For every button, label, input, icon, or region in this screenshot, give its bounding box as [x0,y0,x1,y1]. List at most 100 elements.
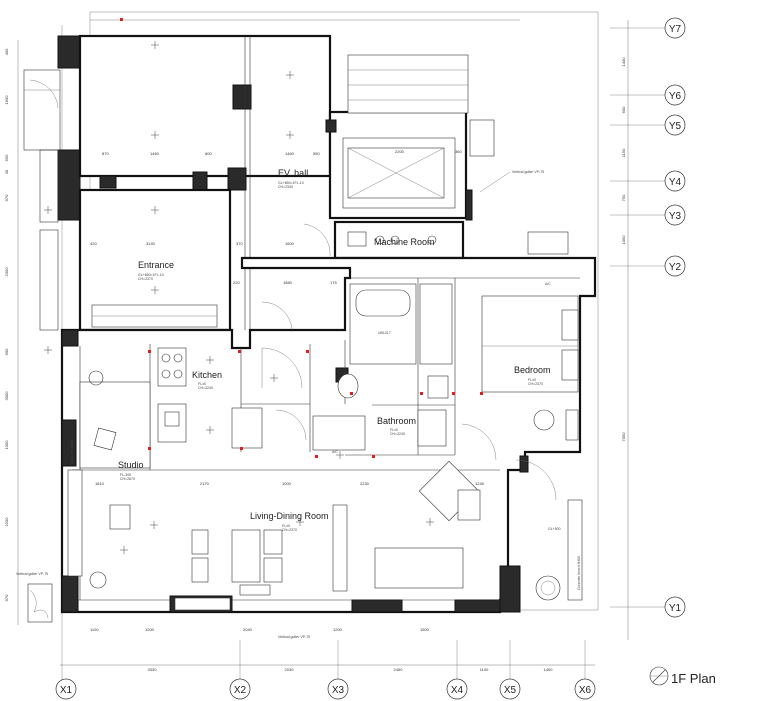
grid-label-x4: X4 [451,685,464,696]
svg-text:2200: 2200 [395,149,405,154]
kitchen-fixtures [157,347,263,449]
grid-label-x1: X1 [60,685,73,696]
svg-text:2170: 2170 [200,481,210,486]
svg-text:2230: 2230 [360,481,370,486]
dim-right-6: 7050 [621,432,626,442]
interior-dimensions: 870 1460 800 1460 550 420 3140 370 1600 … [90,149,485,632]
room-label-living-dining: Living-Dining Room [250,511,329,521]
svg-text:1200: 1200 [145,627,155,632]
room-label-bathroom: Bathroom [377,416,416,426]
plan-title: 1F Plan [671,671,716,686]
svg-text:3000: 3000 [4,391,9,401]
dim-bottom-4: 1100 [480,667,489,672]
grid-label-x2: X2 [234,685,247,696]
room-label-studio: Studio [118,460,144,470]
svg-text:550: 550 [313,151,320,156]
living-furniture [174,460,481,611]
left-entry [23,69,61,331]
svg-text:1000: 1000 [4,440,9,450]
note-gl: GL+500 [548,527,561,531]
grid-label-x5: X5 [504,685,517,696]
grid-label-y5: Y5 [669,121,682,132]
note-concrete-bench: Concrete bench H400 [577,556,581,590]
dim-right-1: 1400 [621,57,626,67]
grid-label-y3: Y3 [669,211,682,222]
room-label-ev-hall: EV. hall [278,168,308,178]
note-gutter-left: Vertical gutter VP-75 [16,572,48,576]
red-markers [120,18,483,458]
grid-label-x3: X3 [332,685,345,696]
grid-bubbles-x: X1 X2 X3 X4 X5 X6 [55,678,596,700]
studio-fixtures [27,370,151,623]
svg-text:370: 370 [236,241,243,246]
svg-text:1460: 1460 [285,151,295,156]
dim-right-2: 600 [621,106,626,113]
svg-text:550: 550 [4,154,9,161]
note-ub: UB1317 [378,331,391,335]
grid-label-y1: Y1 [669,603,682,614]
svg-text:1500: 1500 [420,627,430,632]
svg-text:1200: 1200 [333,627,343,632]
dim-right-5: 1050 [621,235,626,245]
note-ac-bath: A/C [332,450,338,454]
grid-bubbles-y: Y7 Y6 Y5 Y4 Y3 Y2 Y1 [664,17,686,618]
svg-text:2040: 2040 [243,627,253,632]
svg-text:1600: 1600 [4,95,9,105]
door-swings [29,79,557,501]
note-ac-bedroom: A/C [545,282,551,286]
dim-right-3: 1150 [621,148,626,157]
upper-walls [57,34,569,332]
svg-text:420: 420 [90,241,97,246]
note-concrete-table: Concrete table [70,440,74,463]
grid-label-y4: Y4 [669,177,682,188]
svg-text:175: 175 [330,280,337,285]
note-gutter-right: Vertical gutter VP-75 [512,170,544,174]
svg-text:30: 30 [4,169,9,174]
right-dimensions: 1400 600 1150 750 1050 7050 [621,57,626,442]
room-label-entrance: Entrance [138,260,174,270]
svg-text:400: 400 [4,48,9,55]
grid-label-y7: Y7 [669,24,682,35]
svg-text:1100: 1100 [90,627,99,632]
room-label-bedroom: Bedroom [514,365,551,375]
svg-text:1245: 1245 [475,481,485,486]
room-label-machine-room: Machine Room [374,237,435,247]
svg-text:1810: 1810 [95,481,105,486]
svg-text:800: 800 [205,151,212,156]
grid-label-y6: Y6 [669,91,682,102]
svg-text:970: 970 [4,194,9,201]
dim-right-4: 750 [621,194,626,201]
svg-text:2200: 2200 [4,517,9,527]
exterior-bench [535,499,583,601]
svg-text:900: 900 [4,348,9,355]
svg-text:1000: 1000 [282,481,292,486]
grid-label-y2: Y2 [669,262,682,273]
plan-title-group: 1F Plan [649,666,716,686]
note-gutter-bottom: Vertical gutter VP-75 [278,635,310,639]
room-label-kitchen: Kitchen [192,370,222,380]
svg-text:2300: 2300 [4,267,9,277]
dim-bottom-2: 2030 [285,667,295,672]
bathroom-fixtures [312,231,453,451]
dim-bottom-5: 1400 [544,667,554,672]
grid-label-x6: X6 [579,685,592,696]
bedroom-bed [481,295,579,441]
svg-text:970: 970 [4,594,9,601]
svg-text:360: 360 [455,149,462,154]
svg-text:1880: 1880 [283,280,293,285]
svg-text:3140: 3140 [146,241,156,246]
svg-text:1600: 1600 [285,241,295,246]
svg-text:870: 870 [102,151,109,156]
dim-bottom-3: 2450 [394,667,404,672]
svg-text:220: 220 [233,280,240,285]
svg-text:1460: 1460 [150,151,160,156]
left-dimensions: 400 1600 550 30 970 2300 900 3000 1000 2… [4,48,9,601]
